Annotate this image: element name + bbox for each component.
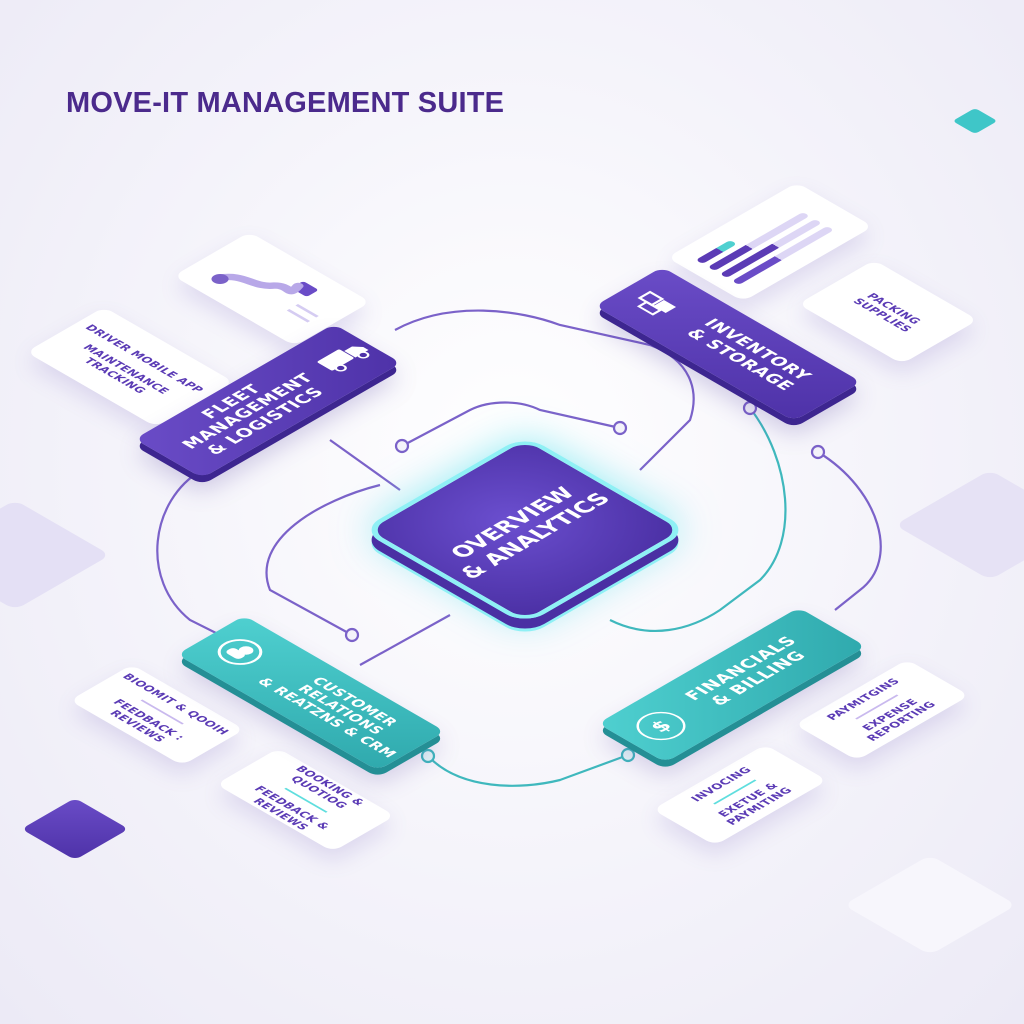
connector-line: [265, 483, 381, 636]
connector-line: [401, 401, 621, 447]
boxes-icon: [629, 287, 686, 320]
connector-node: [742, 400, 758, 416]
connector-line: [359, 614, 451, 666]
fleet-illustration-card: [173, 232, 371, 346]
connector-node: [810, 444, 826, 460]
module-customer-relations[interactable]: CUSTOMER RELATIONS & REATZNS & CRM: [176, 615, 446, 771]
connector-line: [329, 439, 401, 491]
connector-line: [156, 469, 231, 641]
route-illustration-icon: [211, 273, 319, 323]
connector-node: [612, 420, 628, 436]
module-fleet-management[interactable]: FLEET MANAGEMENT & LOGISTICS: [134, 324, 402, 478]
module-inventory-storage[interactable]: INVENTORY & STORAGE: [594, 267, 862, 421]
dollar-icon: $: [626, 706, 696, 746]
page-title: MOVE-IT MANAGEMENT SUITE: [66, 87, 505, 120]
connector-node: [620, 747, 636, 763]
connector-node: [344, 627, 360, 643]
connector-line: [427, 753, 629, 787]
connector-line: [609, 407, 787, 632]
user-icon: [205, 632, 274, 672]
truck-icon: [313, 338, 377, 375]
connector-line: [394, 309, 695, 471]
connector-line: [817, 451, 882, 611]
connector-node: [394, 438, 410, 454]
connector-node: [420, 748, 436, 764]
